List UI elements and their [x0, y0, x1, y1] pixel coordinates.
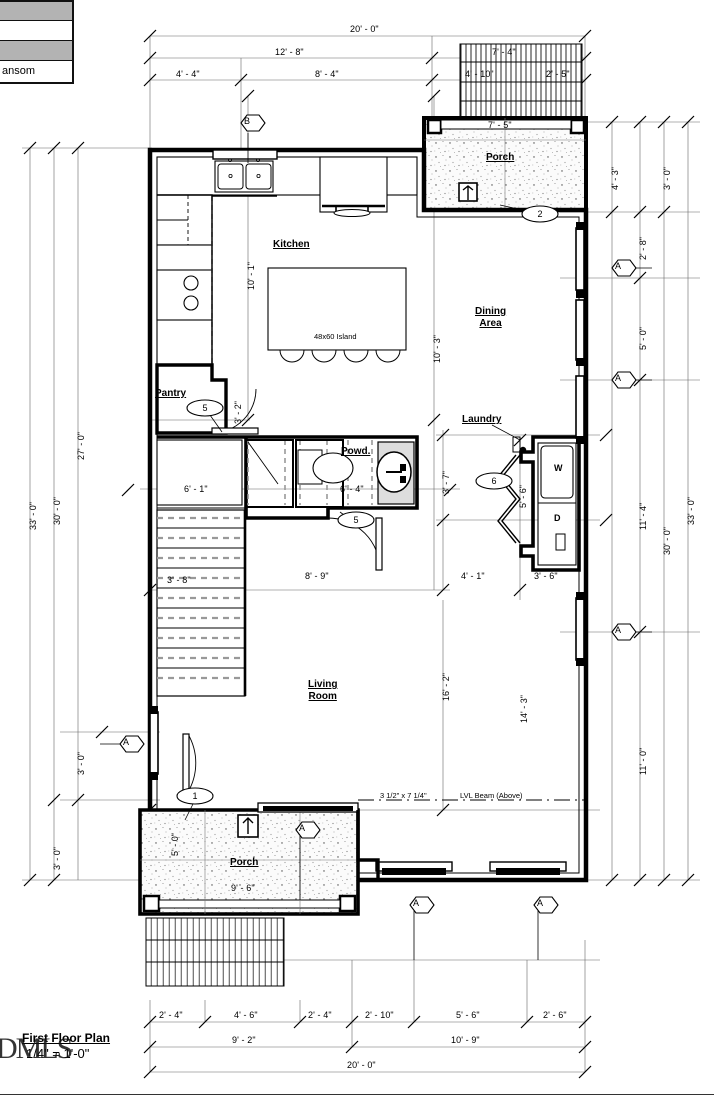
dim-left-3-0-outer: 3' - 0": [52, 847, 62, 870]
window-marker-a-6[interactable]: A: [412, 898, 419, 908]
beam-size-label: 3 1/2" x 7 1/4": [380, 791, 427, 800]
window-marker-a-5[interactable]: A: [298, 823, 305, 833]
dim-right-4-3: 4' - 3": [610, 167, 620, 190]
dim-right-11-4: 11' - 4": [638, 502, 648, 530]
room-label-powder: Powd.: [341, 446, 371, 457]
dim-right-33: 33' - 0": [686, 497, 696, 525]
dim-bottom-10-9: 10' - 9": [451, 1035, 480, 1045]
room-label-rear-porch: Porch: [486, 152, 515, 163]
dim-bottom-2-4-b: 2' - 4": [308, 1010, 332, 1020]
door-marker-pantry-5[interactable]: 5: [202, 403, 208, 413]
washer-label: W: [554, 463, 563, 473]
plan-title: First Floor Plan: [22, 1031, 111, 1045]
dim-laundry-gap: 4' - 1": [461, 571, 485, 581]
dim-powder-depth: 3' - 7": [441, 471, 451, 494]
dim-right-2-8: 2' - 8": [638, 237, 648, 260]
window-marker-b[interactable]: B: [243, 116, 250, 126]
room-label-dining: Dining Area: [475, 306, 506, 330]
dim-bottom-2-6: 2' - 6": [543, 1010, 567, 1020]
dim-pantry-door: 3' - 2": [233, 401, 243, 424]
dim-left-33: 33' - 0": [28, 502, 38, 530]
window-marker-a-2[interactable]: A: [614, 373, 621, 383]
dim-top-4-10: 4' - 10": [465, 69, 494, 79]
dim-left-27: 27' - 0": [76, 432, 86, 460]
window-marker-a-1[interactable]: A: [614, 261, 621, 271]
page-bottom-rule: [0, 1094, 714, 1095]
watermark: DMLS: [0, 1032, 73, 1065]
dim-bottom-5-6: 5' - 6": [456, 1010, 480, 1020]
schedule-cell-transom: ansom: [2, 65, 36, 77]
window-schedule-fragment: ansom: [0, 0, 74, 84]
dim-dining-width: 10' - 3": [432, 335, 442, 363]
dim-front-porch-width: 9' - 6": [231, 883, 255, 893]
door-marker-powder-5[interactable]: 5: [353, 515, 359, 525]
door-marker-laundry-6[interactable]: 6: [491, 476, 497, 486]
door-marker-2[interactable]: 2: [537, 209, 543, 219]
dim-bottom-2-10: 2' - 10": [365, 1010, 394, 1020]
dim-bottom-overall: 20' - 0": [347, 1060, 376, 1070]
room-label-living-line1: Living: [308, 679, 338, 690]
dryer-label: D: [554, 513, 561, 523]
dim-living-depth: 16' - 2": [441, 673, 451, 701]
dim-stair-width: 3' - 8": [167, 575, 191, 585]
plan-scale: 1/4" = 1'-0": [26, 1046, 90, 1061]
dim-top-8-4: 8' - 4": [315, 69, 339, 79]
dim-kitchen-depth: 10' - 1": [246, 262, 256, 290]
dim-bottom-4-6: 4' - 6": [234, 1010, 258, 1020]
room-label-pantry: Pantry: [155, 388, 187, 399]
room-label-dining-line2: Area: [479, 318, 502, 329]
dim-bottom-9-2: 9' - 2": [232, 1035, 256, 1045]
room-label-laundry: Laundry: [462, 414, 502, 425]
dim-left-3-0-inner: 3' - 0": [76, 752, 86, 775]
beam-note-label: LVL Beam (Above): [460, 791, 523, 800]
dim-powder-width: 6' - 4": [340, 484, 364, 494]
dim-left-30: 30' - 0": [52, 497, 62, 525]
room-label-kitchen: Kitchen: [273, 239, 310, 250]
dim-right-11-0: 11' - 0": [638, 747, 648, 775]
dim-right-5-0: 5' - 0": [638, 327, 648, 350]
dim-front-porch-depth: 5' - 0": [170, 833, 180, 856]
dim-top-2-5: 2' - 5": [546, 69, 570, 79]
window-marker-a-4[interactable]: A: [122, 737, 129, 747]
window-marker-a-7[interactable]: A: [536, 898, 543, 908]
room-label-dining-line1: Dining: [475, 306, 507, 317]
door-marker-1[interactable]: 1: [192, 791, 198, 801]
window-marker-a-3[interactable]: A: [614, 625, 621, 635]
room-label-living-line2: Room: [308, 691, 337, 702]
dim-closet-width: 6' - 1": [184, 484, 208, 494]
dim-top-7-4: 7' - 4": [492, 47, 516, 57]
dim-laundry-door: 5' - 6": [518, 485, 528, 508]
room-label-living: Living Room: [308, 679, 337, 703]
dim-bottom-2-4-a: 2' - 4": [159, 1010, 183, 1020]
dim-top-overall: 20' - 0": [350, 24, 379, 34]
dim-top-4-4: 4' - 4": [176, 69, 200, 79]
dim-right-depth: 14' - 3": [519, 695, 529, 723]
dim-living-width: 8' - 9": [305, 571, 329, 581]
dim-rear-porch-width: 7' - 5": [488, 120, 512, 130]
dim-laundry-width: 3' - 6": [534, 571, 558, 581]
dim-right-30: 30' - 0": [662, 527, 672, 555]
island-label: 48x60 Island: [314, 332, 357, 341]
room-label-front-porch: Porch: [230, 857, 259, 868]
dim-right-3-0: 3' - 0": [662, 167, 672, 190]
dim-top-12-8: 12' - 8": [275, 47, 304, 57]
